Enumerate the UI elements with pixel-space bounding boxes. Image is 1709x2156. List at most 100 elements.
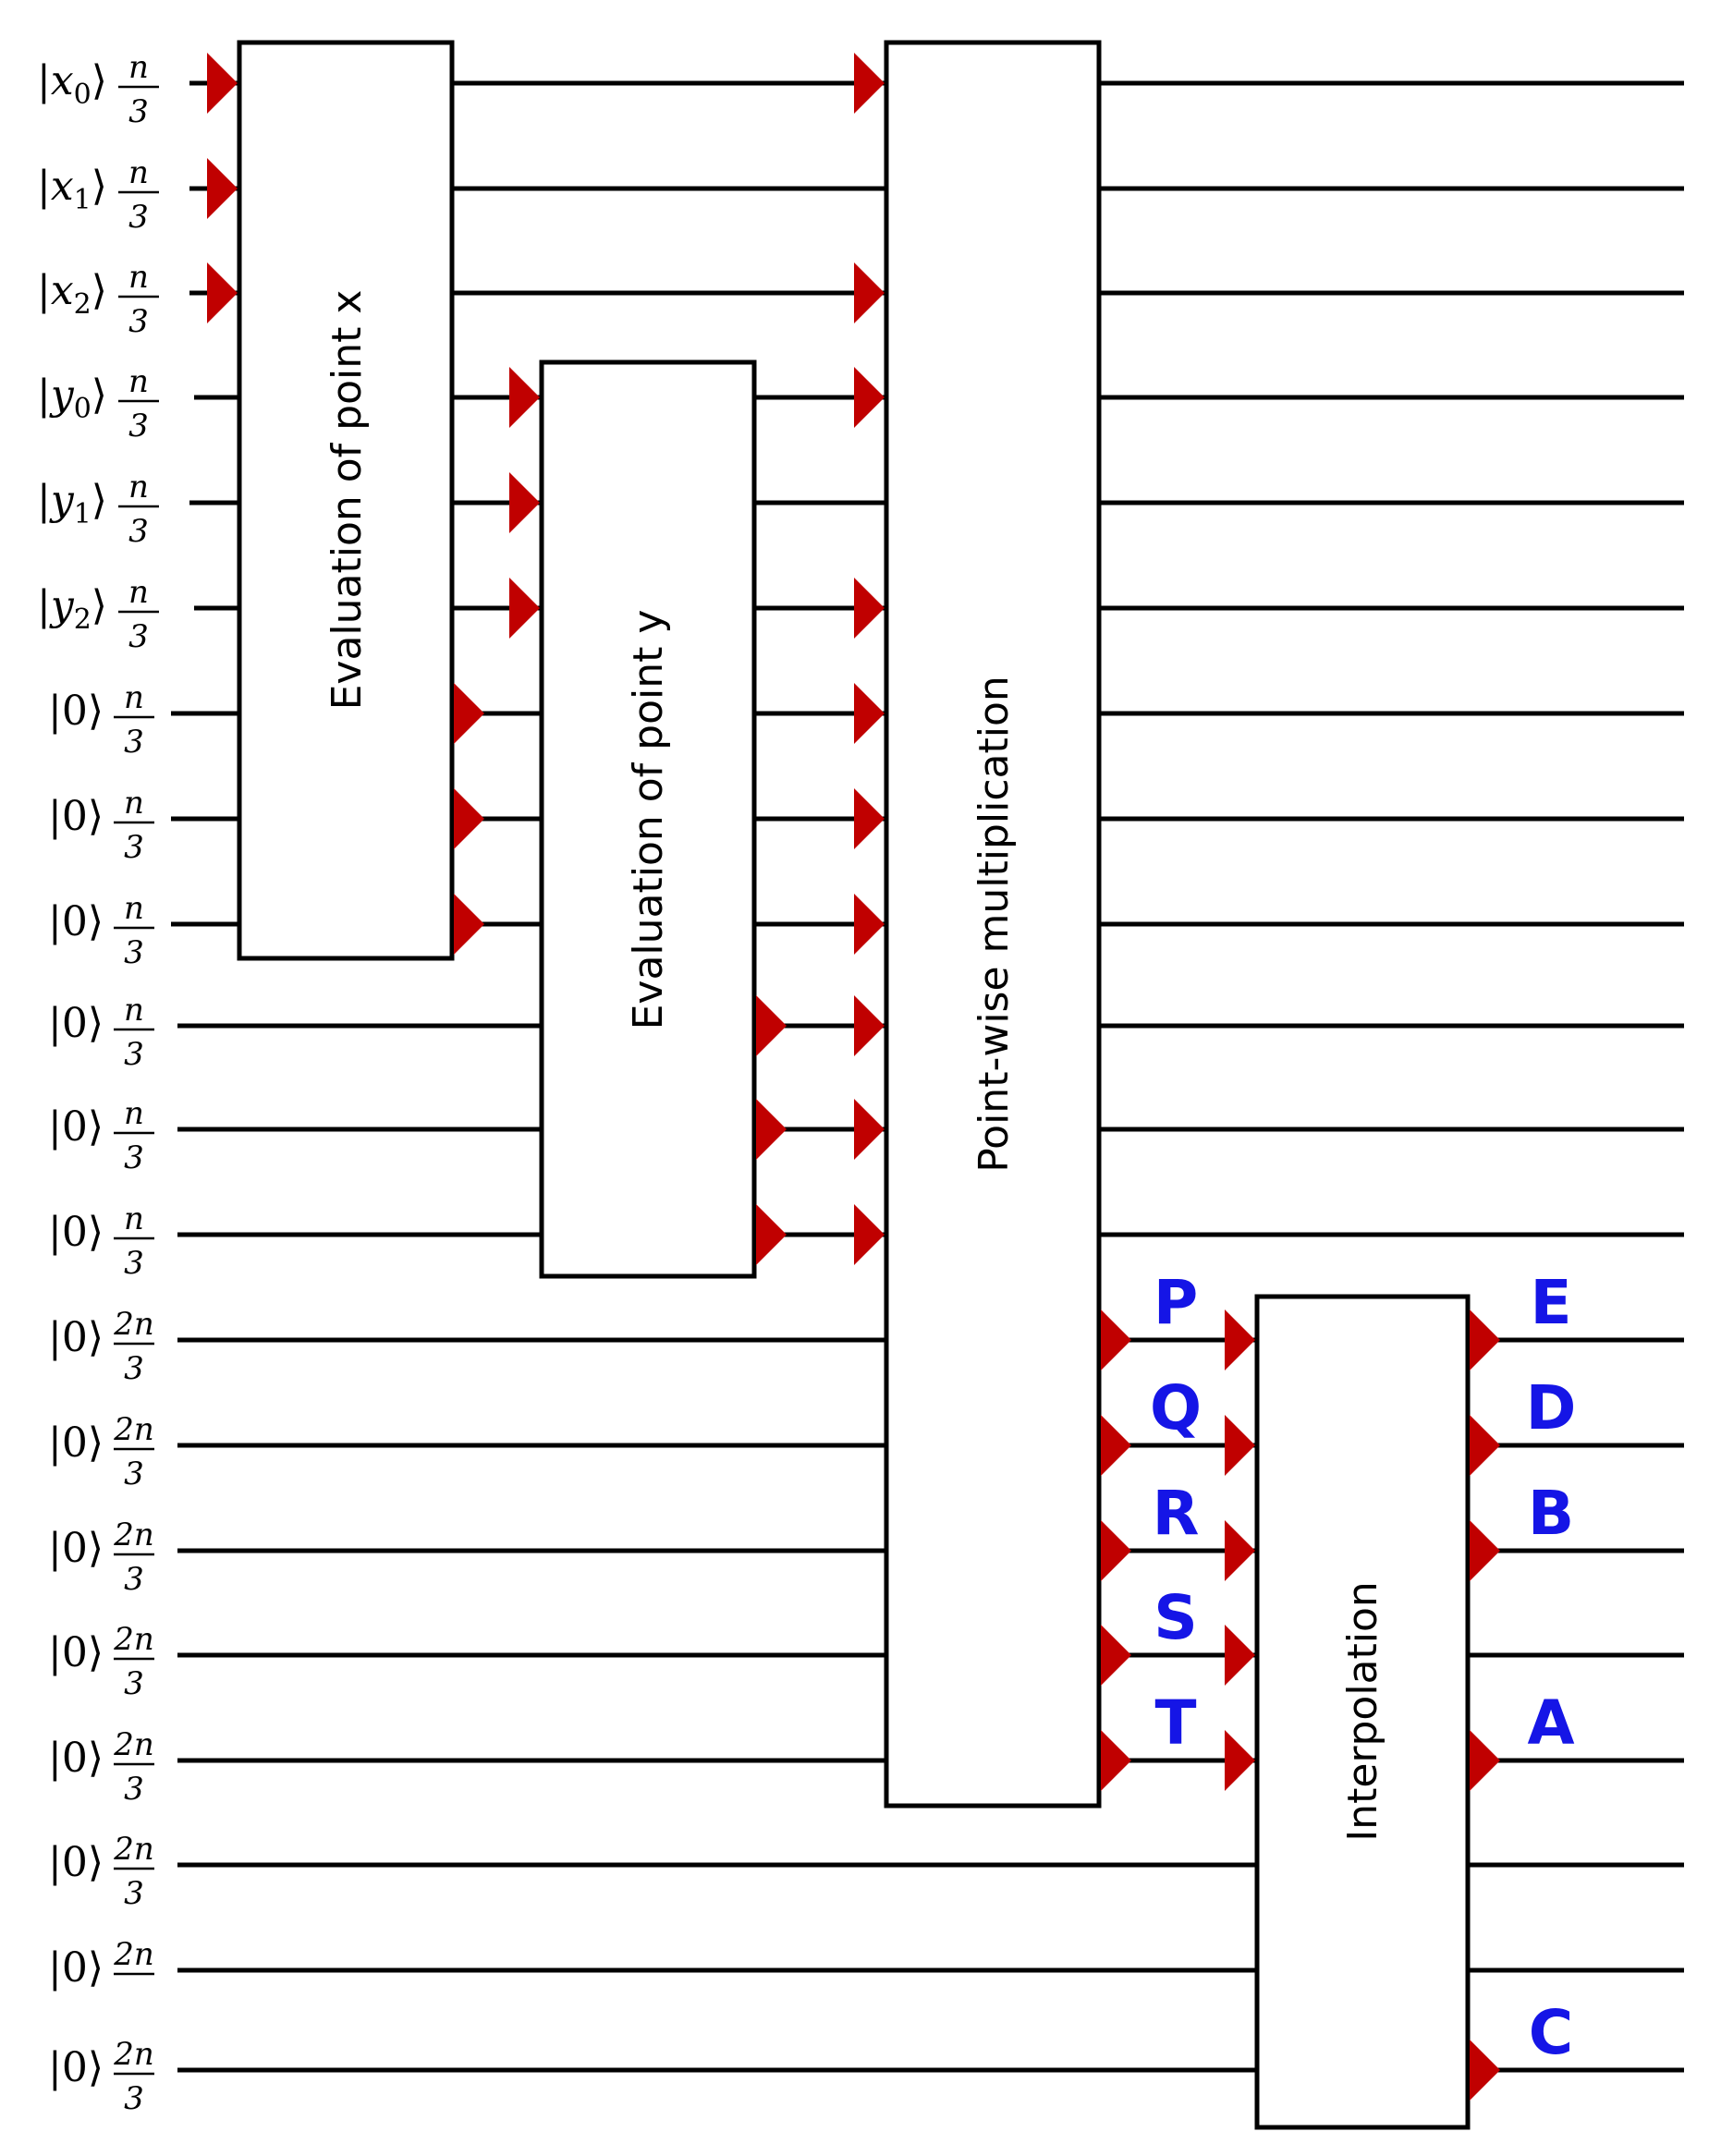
intermediate-label: T <box>1154 1687 1196 1759</box>
intermediate-label: R <box>1153 1478 1200 1549</box>
signal-marker <box>509 472 540 533</box>
input-ket: |0⟩ <box>48 1735 104 1782</box>
signal-marker <box>1225 1309 1255 1370</box>
output-label: B <box>1528 1478 1574 1549</box>
gate-pointwise-label: Point-wise multiplication <box>970 676 1018 1173</box>
signal-marker <box>454 788 484 849</box>
input-fraction-numerator: 2n <box>113 1621 154 1658</box>
signal-marker <box>1101 1520 1131 1581</box>
signal-marker <box>454 894 484 955</box>
input-ket: |0⟩ <box>48 1103 104 1151</box>
input-fraction-denominator: 3 <box>124 1665 144 1702</box>
signal-marker <box>854 1204 885 1265</box>
signal-marker <box>1101 1625 1131 1686</box>
input-fraction-denominator: 3 <box>128 513 149 550</box>
input-fraction-denominator: 3 <box>124 1456 144 1492</box>
input-ket: |0⟩ <box>48 1525 104 1572</box>
gate-interp-label: Interpolation <box>1339 1581 1386 1842</box>
input-fraction-numerator: 2n <box>113 2036 154 2073</box>
input-fraction-numerator: n <box>128 49 149 86</box>
signal-marker <box>756 1099 787 1160</box>
input-fraction-numerator: 2n <box>113 1517 154 1553</box>
input-ket: |0⟩ <box>48 898 104 945</box>
input-ket: |x0⟩ <box>37 57 107 111</box>
input-ket: |x2⟩ <box>37 267 107 321</box>
input-ket: |0⟩ <box>48 793 104 840</box>
gate-eval-x <box>237 40 455 961</box>
signal-marker <box>207 158 238 219</box>
gate-boxes <box>237 40 1471 2130</box>
signal-marker <box>854 578 885 639</box>
signal-marker <box>756 995 787 1056</box>
input-fraction-numerator: n <box>128 574 149 611</box>
signal-marker <box>1101 1415 1131 1476</box>
signal-marker <box>1225 1730 1255 1791</box>
input-ket: |0⟩ <box>48 2044 104 2091</box>
input-fraction-numerator: 2n <box>113 1306 154 1343</box>
gate-eval-y-label: Evaluation of point y <box>625 610 672 1030</box>
input-fraction-numerator: n <box>124 1200 144 1237</box>
input-ket: |x1⟩ <box>37 163 107 216</box>
signal-marker <box>207 53 238 114</box>
output-label: D <box>1526 1372 1577 1443</box>
signal-marker <box>854 262 885 323</box>
signal-marker <box>854 894 885 955</box>
input-fraction-numerator: 2n <box>113 1936 154 1973</box>
gate-eval-y <box>539 359 757 1279</box>
intermediate-label: P <box>1154 1267 1198 1338</box>
input-fraction-denominator: 3 <box>124 1561 144 1598</box>
input-ket: |y0⟩ <box>37 372 107 425</box>
input-fraction-denominator: 3 <box>124 934 144 971</box>
input-fraction-denominator: 3 <box>128 199 149 236</box>
signal-marker <box>1101 1309 1131 1370</box>
input-ket: |0⟩ <box>48 1209 104 1256</box>
input-fraction-numerator: n <box>124 1095 144 1132</box>
output-label: C <box>1529 1997 1573 2068</box>
signal-marker <box>1101 1730 1131 1791</box>
input-fraction-denominator: 3 <box>124 1875 144 1912</box>
input-fraction-numerator: n <box>128 154 149 191</box>
input-ket: |0⟩ <box>48 1000 104 1047</box>
signal-marker <box>854 1099 885 1160</box>
intermediate-label: S <box>1154 1582 1198 1653</box>
input-ket: |0⟩ <box>48 688 104 735</box>
input-ket: |0⟩ <box>48 1314 104 1361</box>
signal-markers <box>207 53 1500 2101</box>
signal-marker <box>1470 1415 1500 1476</box>
input-fraction-numerator: n <box>128 363 149 400</box>
input-fraction-denominator: 3 <box>124 829 144 866</box>
signal-marker <box>207 262 238 323</box>
intermediate-label: Q <box>1150 1372 1202 1443</box>
input-fraction-denominator: 3 <box>128 93 149 130</box>
output-label: E <box>1530 1267 1571 1338</box>
signal-marker <box>1225 1415 1255 1476</box>
input-fraction-numerator: 2n <box>113 1831 154 1868</box>
input-fraction-numerator: n <box>128 259 149 296</box>
signal-marker <box>854 995 885 1056</box>
output-labels: EDB A C <box>1526 1267 1577 2068</box>
input-fraction-denominator: 3 <box>128 618 149 655</box>
input-fraction-denominator: 3 <box>124 1771 144 1808</box>
signal-marker <box>854 788 885 849</box>
signal-marker <box>1470 1730 1500 1791</box>
signal-marker <box>509 367 540 428</box>
input-ket: |0⟩ <box>48 1944 104 1992</box>
gate-interp <box>1254 1294 1471 2130</box>
input-fraction-denominator: 3 <box>128 408 149 445</box>
input-fraction-denominator: 3 <box>124 1139 144 1176</box>
input-fraction-denominator: 3 <box>124 1036 144 1073</box>
gate-eval-x-label: Evaluation of point x <box>323 290 371 711</box>
input-fraction-numerator: n <box>124 992 144 1029</box>
input-ket: |y1⟩ <box>37 477 107 530</box>
input-fraction-denominator: 3 <box>124 724 144 761</box>
output-label: A <box>1527 1687 1574 1759</box>
input-fraction-denominator: 3 <box>124 1245 144 1282</box>
gate-pointwise <box>884 40 1102 1809</box>
signal-marker <box>854 683 885 744</box>
signal-marker <box>854 53 885 114</box>
gate-labels: Evaluation of point x Evaluation of poin… <box>323 290 1386 1842</box>
input-fraction-numerator: n <box>124 890 144 927</box>
signal-marker <box>1225 1625 1255 1686</box>
input-fraction-numerator: n <box>124 785 144 822</box>
signal-marker <box>1470 2040 1500 2101</box>
